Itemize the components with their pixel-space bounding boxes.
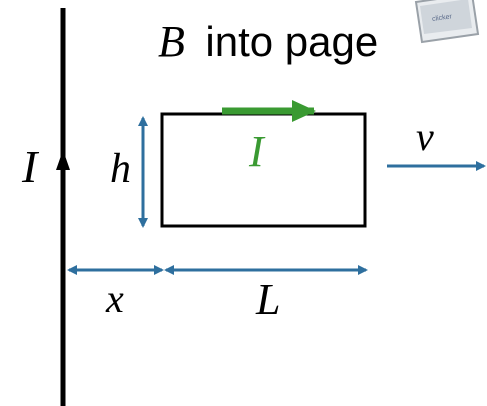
wire-current-arrowhead <box>56 150 70 170</box>
field-symbol: B <box>158 17 185 66</box>
distance-label: x <box>105 276 124 321</box>
loop-length-label: L <box>255 275 280 324</box>
loop-current-label: I <box>248 127 266 176</box>
field-description: into page <box>205 18 378 65</box>
loop-height-label: h <box>110 146 131 192</box>
wire-current-label: I <box>21 141 40 192</box>
clicker-badge-text: clicker <box>432 13 453 23</box>
field-direction-title: B into page <box>158 17 378 66</box>
clicker-icon: clicker <box>414 0 480 44</box>
velocity-label: v <box>416 114 434 159</box>
